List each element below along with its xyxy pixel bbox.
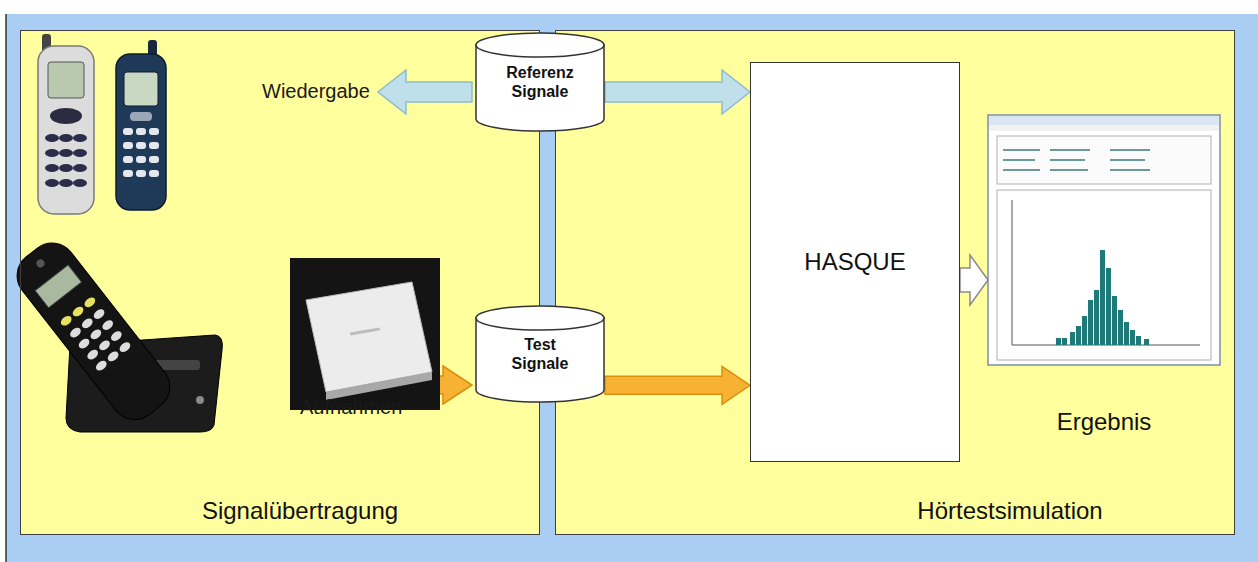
store-label: Referenz Signale [497,63,583,101]
panel-region: Hörtestsimulation HASQUE Ergebnis [555,30,1235,535]
panel-region: Signalübertragung [20,30,540,535]
frame-ground [6,14,1258,562]
base-station [290,258,440,410]
box-label: HASQUE [804,248,905,277]
mobile-phone [116,40,166,210]
panel-fill [555,30,1235,535]
frame-border [5,14,7,562]
flow-arrow [960,255,988,305]
panel-heading: Hörtestsimulation [786,497,1234,526]
arrow-label: Aufnahmen [300,396,402,419]
panel-fill [20,30,540,535]
cordless-phone [7,233,222,432]
result-screenshot [988,115,1220,365]
flow-arrow [605,70,750,114]
result-label: Ergebnis [1057,408,1152,437]
mobile-phone [38,34,94,214]
playback-arrow [378,70,472,114]
database-cylinder: Test Signale [475,305,605,403]
cylinder-outline [475,32,605,132]
store-label: Test Signale [497,335,583,373]
cylinder-top [476,33,604,57]
result-node: Ergebnis [988,115,1220,445]
arrow-label: Wiedergabe [262,80,370,103]
panel-heading: Signalübertragung [61,497,539,526]
flow-arrow [605,366,750,404]
process-box: HASQUE [750,62,960,462]
cylinder-outline [475,305,605,403]
cylinder-top [476,306,604,330]
database-cylinder: Referenz Signale [475,32,605,132]
